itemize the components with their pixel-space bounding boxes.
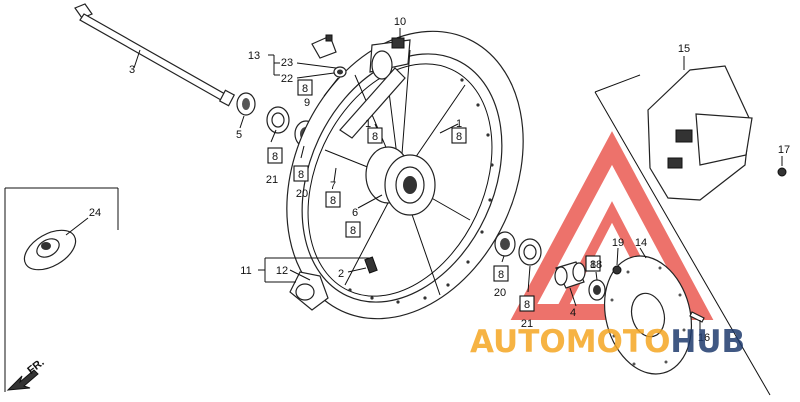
svg-text:8: 8 [298, 169, 304, 181]
brake-disc-14 [603, 255, 693, 375]
svg-text:8: 8 [350, 225, 356, 237]
leader-2 [347, 267, 367, 273]
leader-23 [296, 62, 337, 69]
label-23: 23 [281, 57, 293, 69]
reference-line [594, 91, 771, 396]
boxed-label-8b: 8 [293, 165, 309, 182]
leader-9 [323, 77, 339, 97]
bracket-13 [268, 54, 280, 76]
label-12: 12 [276, 265, 288, 277]
rim-band-12 [289, 271, 329, 311]
label-11: 11 [240, 265, 251, 277]
leader-20b [501, 255, 505, 263]
seal-18 [588, 279, 606, 301]
label-7: 7 [330, 180, 336, 192]
boxed-label-8e: 8 [297, 79, 313, 96]
reference-line-top [594, 74, 641, 93]
leader-21a [270, 129, 277, 143]
bearing-20-right [494, 231, 516, 257]
label-13: 13 [248, 50, 260, 62]
label-19: 19 [612, 237, 624, 249]
label-22: 22 [281, 73, 293, 85]
boxed-label-8a: 8 [267, 147, 283, 164]
leader-21b [527, 265, 531, 293]
label-20b: 20 [494, 287, 506, 299]
leader-20a [300, 145, 305, 159]
bolt-19 [612, 265, 622, 275]
bolt-17 [777, 167, 787, 177]
bolt-16 [689, 311, 705, 323]
leader-5 [239, 115, 245, 129]
svg-text:8: 8 [302, 83, 308, 95]
valve-nut-22 [333, 66, 347, 78]
valve-cap-23 [311, 34, 337, 59]
leader-3 [133, 49, 141, 69]
label-2: 2 [338, 268, 344, 280]
direction-arrow [6, 369, 39, 391]
leader-14 [639, 247, 647, 259]
boxed-label-8j: 8 [585, 255, 601, 272]
boxed-label-8h: 8 [493, 265, 509, 282]
spacer-4 [554, 261, 586, 289]
bearing-21-right [518, 238, 542, 266]
watermark-text: AUTOMOTOHUB [470, 324, 745, 360]
axle [74, 3, 236, 107]
label-15: 15 [678, 43, 690, 55]
leader-6 [357, 194, 383, 209]
disc-cover-15 [647, 65, 753, 201]
label-4: 4 [570, 307, 576, 319]
leader-24 [65, 217, 89, 236]
label-direction: FR. [25, 356, 46, 376]
label-1b: 1 [456, 118, 462, 130]
label-5: 5 [236, 129, 242, 141]
leader-18 [595, 271, 598, 281]
leader-7 [333, 167, 337, 183]
label-21a: 21 [266, 174, 278, 186]
leader-19 [616, 247, 619, 266]
boxed-label-8c: 8 [325, 191, 341, 208]
label-1a: 1 [365, 118, 371, 130]
leader-12 [289, 269, 311, 281]
label-6: 6 [352, 207, 358, 219]
hub-6 [365, 146, 436, 216]
leader-22 [296, 72, 335, 79]
boxed-label-8i: 8 [519, 295, 535, 312]
boxed-label-8d: 8 [345, 221, 361, 238]
svg-text:8: 8 [372, 131, 378, 143]
bearing-21-left [266, 106, 290, 134]
bracket-11 [258, 257, 370, 283]
boxed-label-8f: 8 [367, 127, 383, 144]
label-24: 24 [89, 207, 101, 219]
svg-text:8: 8 [456, 131, 462, 143]
label-10: 10 [394, 16, 406, 28]
svg-text:8: 8 [272, 151, 278, 163]
label-9: 9 [304, 97, 310, 109]
label-16: 16 [698, 332, 710, 344]
leader-1b [439, 123, 459, 134]
label-18: 18 [590, 259, 602, 271]
label-17: 17 [778, 144, 790, 156]
label-21b: 21 [521, 318, 533, 330]
svg-text:8: 8 [498, 269, 504, 281]
inset-24 [4, 187, 119, 392]
leader-4 [569, 287, 577, 307]
svg-text:8: 8 [524, 299, 530, 311]
seal-5 [236, 92, 256, 116]
label-20a: 20 [296, 188, 308, 200]
svg-text:8: 8 [590, 259, 596, 271]
label-3: 3 [129, 64, 135, 76]
boxed-label-8g: 8 [451, 127, 467, 144]
tube-10 [339, 37, 411, 139]
nipple-2 [364, 256, 378, 274]
label-14: 14 [635, 237, 647, 249]
svg-text:8: 8 [330, 195, 336, 207]
